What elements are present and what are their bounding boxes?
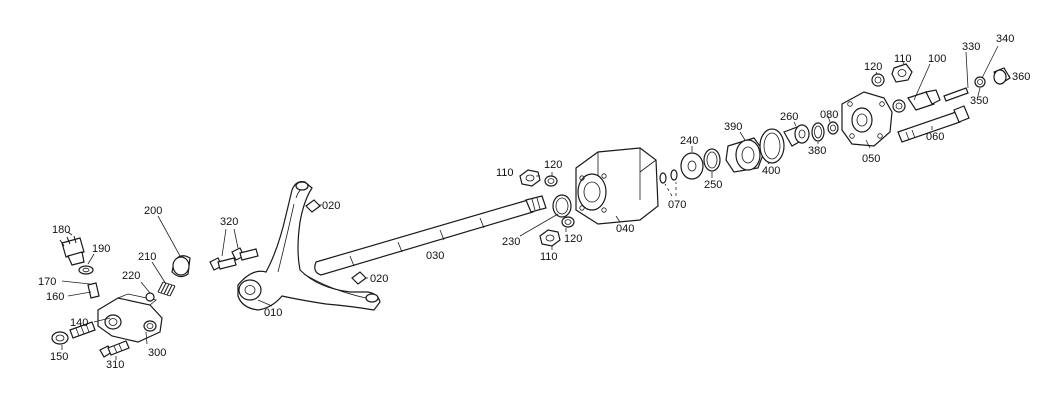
part-110-nut-lower: [539, 229, 561, 247]
part-100-fitting: [892, 89, 941, 113]
part-060-long-bolt: [897, 105, 970, 143]
callout-140: 140: [70, 317, 88, 329]
part-110-nut-upper: [519, 169, 541, 187]
part-350-pin: [943, 87, 969, 102]
part-020-pad-lower: [351, 271, 367, 285]
callout-260: 260: [780, 111, 798, 123]
callout-050: 050: [862, 153, 880, 165]
part-320-bolts: [209, 247, 259, 271]
callout-300: 300: [148, 347, 166, 359]
callout-240: 240: [680, 135, 698, 147]
callout-030: 030: [426, 250, 444, 262]
part-260-sleeve: [783, 124, 810, 147]
part-380-ring: [811, 122, 825, 142]
callout-020-upper: 020: [322, 200, 340, 212]
part-020-pad-upper: [305, 199, 321, 213]
part-400-ring: [759, 128, 785, 164]
part-190-washer: [78, 265, 94, 275]
callout-080: 080: [820, 109, 838, 121]
callout-020-lower: 020: [370, 273, 388, 285]
part-330-washer: [974, 76, 986, 88]
part-120-washer-lower: [561, 216, 575, 228]
callout-170: 170: [38, 276, 56, 288]
callout-250: 250: [704, 179, 722, 191]
part-180-switch: [59, 235, 85, 266]
callout-labels: 010 020 020 030 040 050 060 070 080 100 …: [38, 33, 1030, 371]
callout-110-top: 110: [894, 53, 912, 65]
callout-210: 210: [138, 251, 156, 263]
callout-180: 180: [52, 224, 70, 236]
callout-100: 100: [928, 53, 946, 65]
callout-330: 330: [962, 41, 980, 53]
part-010-shift-fork: [237, 181, 381, 311]
part-300-housing: [97, 293, 163, 343]
part-080-ring: [827, 121, 839, 135]
callout-360: 360: [1012, 71, 1030, 83]
callout-220: 220: [122, 270, 140, 282]
callout-040: 040: [616, 223, 634, 235]
part-360-plug: [993, 67, 1011, 85]
part-040-cylinder-housing: [575, 147, 659, 225]
callout-200: 200: [144, 205, 162, 217]
callout-110-mid: 110: [496, 167, 514, 179]
part-110-fitting-top: [891, 63, 913, 83]
callout-150: 150: [50, 351, 68, 363]
part-240-piston: [680, 152, 704, 180]
callout-320: 320: [220, 216, 238, 228]
part-390-piston: [725, 137, 765, 173]
part-160-pin: [87, 282, 100, 299]
leader-lines: [61, 45, 1010, 360]
part-140-bolt: [69, 321, 96, 339]
callout-230: 230: [502, 236, 520, 248]
callout-160: 160: [46, 291, 64, 303]
part-150-nut: [51, 331, 69, 345]
part-220-ball: [145, 292, 155, 302]
callout-190: 190: [92, 243, 110, 255]
callout-340: 340: [996, 33, 1014, 45]
part-250-ring: [703, 148, 721, 172]
part-120-washer-upper: [544, 175, 558, 187]
callout-110-low: 110: [540, 251, 558, 263]
part-230-o-ring: [552, 194, 572, 218]
part-310-bolt: [99, 340, 130, 358]
part-210-spring: [157, 281, 176, 297]
part-070-o-rings: [659, 169, 678, 184]
part-050-cover: [841, 91, 893, 147]
callout-070: 070: [668, 199, 686, 211]
callout-010: 010: [264, 307, 282, 319]
callout-350: 350: [970, 95, 988, 107]
callout-120-low: 120: [564, 233, 582, 245]
callout-310: 310: [106, 359, 124, 371]
part-120-washer-top: [871, 73, 885, 87]
callout-060: 060: [926, 131, 944, 143]
callout-400: 400: [762, 165, 780, 177]
callout-120-mid: 120: [544, 159, 562, 171]
callout-390: 390: [724, 121, 742, 133]
part-030-shift-rod: [314, 195, 547, 276]
callout-120-top: 120: [864, 61, 882, 73]
part-200-plug: [171, 255, 191, 278]
callout-380: 380: [808, 145, 826, 157]
